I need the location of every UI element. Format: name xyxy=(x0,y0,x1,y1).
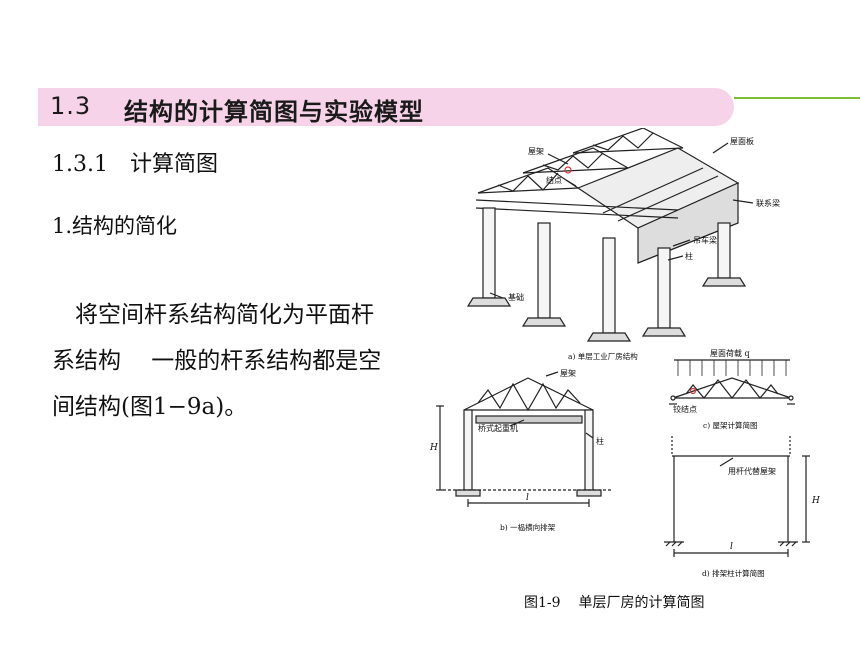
caption-c: c) 屋架计算简图 xyxy=(703,420,758,430)
caption-number: 图1-9 xyxy=(524,595,561,611)
paragraph-line-3: 间结构(图1−9a)。 xyxy=(52,394,248,420)
dim-span-d: l xyxy=(730,542,733,552)
section-title: 结构的计算简图与实验模型 xyxy=(124,98,424,126)
factory-3d-drawing xyxy=(466,128,747,342)
content-heading: 1.结构的简化 xyxy=(52,214,178,238)
transverse-bent-drawing xyxy=(436,377,613,507)
label-rod-replace: 用杆代替屋架 xyxy=(728,466,776,476)
accent-line xyxy=(734,97,860,99)
label-hinge-joint: 铰结点 xyxy=(673,404,697,414)
caption-text: 单层厂房的计算简图 xyxy=(578,595,705,611)
label-column-b: 柱 xyxy=(596,436,604,446)
dim-span-b: l xyxy=(526,493,529,503)
section-number: 1.3 xyxy=(50,92,92,120)
caption-a: a) 单层工业厂房结构 xyxy=(568,351,638,361)
label-roof-panel: 屋面板 xyxy=(730,136,754,146)
label-hinge-point: 结点 xyxy=(546,175,562,185)
label-truss-b: 屋架 xyxy=(560,369,576,378)
paragraph-line-1: 将空间杆系结构简化为平面杆 xyxy=(75,302,374,328)
label-foundation: 基础 xyxy=(508,292,524,302)
caption-d: d) 排架柱计算简图 xyxy=(702,568,765,578)
dim-height-d: H xyxy=(811,496,820,506)
figure-1-9: 屋架 结点 屋面板 联系梁 吊车梁 柱 基础 a) 单层工业厂房结构 屋面荷载 … xyxy=(429,128,820,578)
label-bridge-crane: 桥式起重机 xyxy=(478,423,518,433)
figure-caption: 图1-9 单层厂房的计算简图 xyxy=(524,592,705,612)
truss-diagram xyxy=(669,359,795,405)
label-roof-truss: 屋架 xyxy=(528,147,544,156)
caption-b: b) 一榀横向排架 xyxy=(500,522,556,532)
subsection-number: 1.3.1 xyxy=(52,152,108,177)
section-title-band: 1.3 结构的计算简图与实验模型 xyxy=(38,88,734,126)
dim-height-b: H xyxy=(429,443,438,453)
label-tie-beam: 联系梁 xyxy=(756,198,780,208)
bent-column-diagram xyxy=(664,436,810,557)
body-paragraph: 将空间杆系结构简化为平面杆 系结构 一般的杆系结构都是空 间结构(图1−9a)。 xyxy=(52,292,432,430)
subsection-title: 计算简图 xyxy=(129,152,218,177)
label-column: 柱 xyxy=(685,251,693,261)
paragraph-line-2: 系结构 一般的杆系结构都是空 xyxy=(52,348,382,374)
subsection-heading: 1.3.1 计算简图 xyxy=(52,146,218,178)
label-roof-load: 屋面荷载 q xyxy=(710,348,750,358)
label-crane-beam: 吊车梁 xyxy=(693,235,717,245)
